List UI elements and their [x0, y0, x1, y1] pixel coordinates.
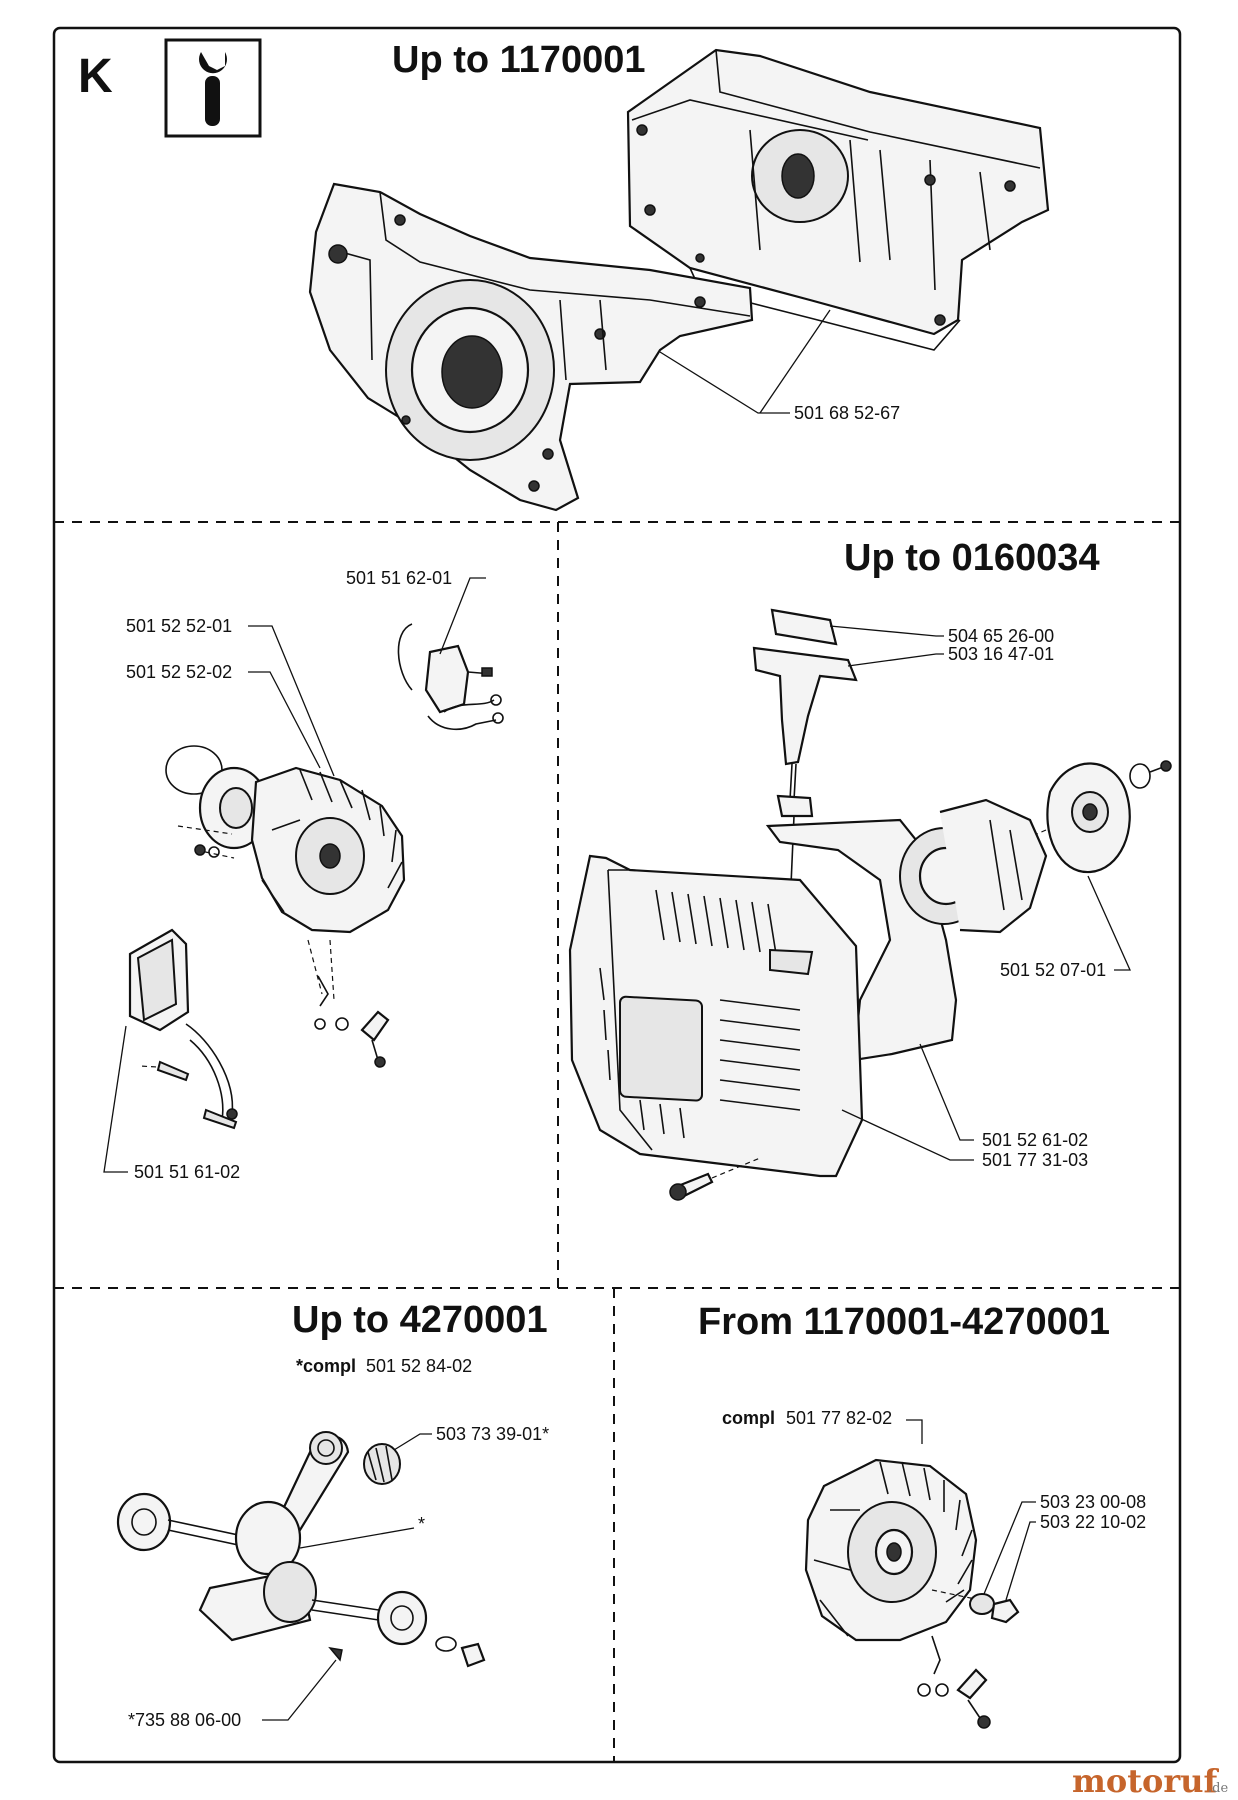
part-label-503-22-10-02: 503 22 10-02 [1040, 1512, 1146, 1532]
flywheel-pawl [307, 939, 390, 1068]
leader-503-23-00-08 [983, 1501, 1036, 1595]
ignition-coil [128, 928, 238, 1130]
starter-pulley [999, 760, 1172, 874]
part-label-501-51-62-01: 501 51 62-01 [346, 568, 452, 588]
wrench-icon [164, 38, 262, 138]
part-label-501-52-52-01: 501 52 52-01 [126, 616, 232, 636]
crankcase-half-front [308, 182, 754, 512]
compl-prefix-crankshaft: *compl [296, 1356, 356, 1376]
crankshaft-assembly [116, 1431, 486, 1668]
part-label-503-23-00-08: 503 23 00-08 [1040, 1492, 1146, 1512]
panel-crankcase: Up to 1170001 [308, 39, 1050, 512]
part-label-501-52-07-01: 501 52 07-01 [1000, 960, 1106, 980]
leader-501-77-82-02 [906, 1419, 923, 1444]
ignition-flywheel [165, 745, 406, 934]
compl-number-crankshaft: 501 52 84-02 [366, 1356, 472, 1376]
part-label-503-73-39-01: 503 73 39-01* [436, 1424, 549, 1444]
part-label-735-88-06-00: *735 88 06-00 [128, 1710, 241, 1730]
title-from-1170001-4270001: From 1170001-4270001 [698, 1301, 1110, 1343]
leader-501-77-31-03 [841, 1109, 974, 1161]
leader-501-68-52-67-b [759, 309, 831, 414]
title-up-to-1170001: Up to 1170001 [392, 39, 645, 81]
leader-504-65-26-00 [829, 625, 944, 637]
section-letter: K [78, 50, 113, 103]
part-label-asterisk: * [418, 1514, 425, 1534]
leader-503-16-47-01 [847, 653, 944, 667]
watermark-brand: motoruf [1072, 1762, 1219, 1800]
leader-501-52-52-02 [248, 671, 321, 769]
leader-501-68-52-67-a [659, 351, 790, 414]
leader-501-52-52-01 [248, 625, 335, 777]
part-label-501-52-52-02: 501 52 52-02 [126, 662, 232, 682]
sheet-border [52, 26, 1182, 1764]
leader-735-88-06-00 [262, 1659, 337, 1721]
panel-crankshaft: Up to 4270001 *compl 501 52 84-02 [116, 1299, 549, 1730]
ignition-module-small [397, 623, 504, 731]
starter-cover [568, 854, 864, 1178]
leader-501-52-61-02 [919, 1043, 974, 1141]
leader-501-51-62-01 [439, 577, 486, 655]
watermark-logo: motoruf .de [1072, 1762, 1228, 1800]
panel-starter: Up to 0160034 504 65 26-00 503 16 47-01 … [568, 537, 1172, 1201]
leader-501-52-07-01 [1087, 875, 1132, 971]
leader-asterisk [299, 1527, 415, 1549]
leader-503-73-39-01 [393, 1433, 432, 1451]
crankcase-half-rear [626, 48, 1050, 351]
watermark-suffix: .de [1208, 1781, 1228, 1796]
starter-housing [765, 798, 1048, 1062]
part-label-501-68-52-67: 501 68 52-67 [794, 403, 900, 423]
title-up-to-4270001: Up to 4270001 [292, 1299, 548, 1341]
part-label-504-65-26-00: 504 65 26-00 [948, 626, 1054, 646]
leader-503-22-10-02 [1005, 1521, 1036, 1601]
part-label-503-16-47-01: 503 16 47-01 [948, 644, 1054, 664]
flywheel-assembly [804, 1458, 1020, 1729]
compl-prefix-flywheel: compl [722, 1408, 775, 1428]
part-label-501-77-31-03: 501 77 31-03 [982, 1150, 1088, 1170]
part-label-501-51-61-02: 501 51 61-02 [134, 1162, 240, 1182]
part-label-501-52-61-02: 501 52 61-02 [982, 1130, 1088, 1150]
panel-flywheel: From 1170001-4270001 compl 501 77 82-02 … [698, 1301, 1146, 1729]
panel-ignition: 501 51 62-01 501 52 52-01 501 52 52-02 [103, 568, 504, 1182]
title-up-to-0160034: Up to 0160034 [844, 537, 1100, 579]
leader-501-51-61-02 [103, 1025, 128, 1173]
compl-number-flywheel: 501 77 82-02 [786, 1408, 892, 1428]
